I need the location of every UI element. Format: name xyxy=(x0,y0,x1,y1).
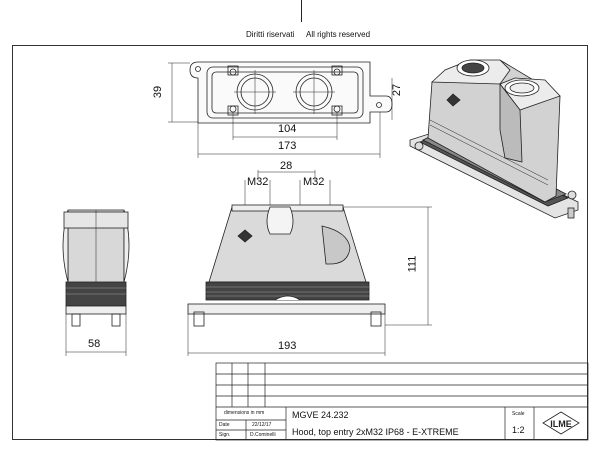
rights-reserved-english: All rights reserved xyxy=(306,30,371,39)
front-view xyxy=(187,170,432,356)
dim-front-thread-right: M32 xyxy=(303,176,325,188)
dim-top-height-right: 27 xyxy=(391,83,404,97)
dim-front-height: 111 xyxy=(406,255,419,273)
scale-label: Scale xyxy=(512,411,525,417)
rights-reserved-italian: Diritti riservati xyxy=(246,30,295,39)
date-label: Date xyxy=(219,422,230,428)
drawing-code: MGVE 24.232 xyxy=(292,410,349,420)
drawing-frame xyxy=(12,45,588,440)
dim-front-spacing: 28 xyxy=(280,160,293,172)
title-block xyxy=(215,362,589,441)
isometric-view xyxy=(409,59,579,219)
dim-top-height: 39 xyxy=(152,85,165,99)
dim-top-inner-width: 104 xyxy=(278,123,297,135)
scale-value: 1:2 xyxy=(512,425,525,435)
sign-label: Sign. xyxy=(219,432,231,438)
side-view xyxy=(62,209,130,356)
sign-value: D.Cominelli xyxy=(250,432,276,438)
dim-side-width: 58 xyxy=(88,338,101,350)
dim-top-total-width: 173 xyxy=(278,140,297,152)
top-divider-line xyxy=(301,0,302,22)
ilme-logo: ILME xyxy=(542,411,580,435)
date-value: 22/12/17 xyxy=(252,422,272,428)
logo-text: ILME xyxy=(550,419,572,429)
dim-front-thread-left: M32 xyxy=(247,176,269,188)
top-view xyxy=(168,61,393,158)
dim-front-width: 193 xyxy=(278,340,297,352)
units-note: dimensions in mm xyxy=(224,410,265,416)
drawing-description: Hood, top entry 2xM32 IP68 - E-XTREME xyxy=(292,427,459,437)
